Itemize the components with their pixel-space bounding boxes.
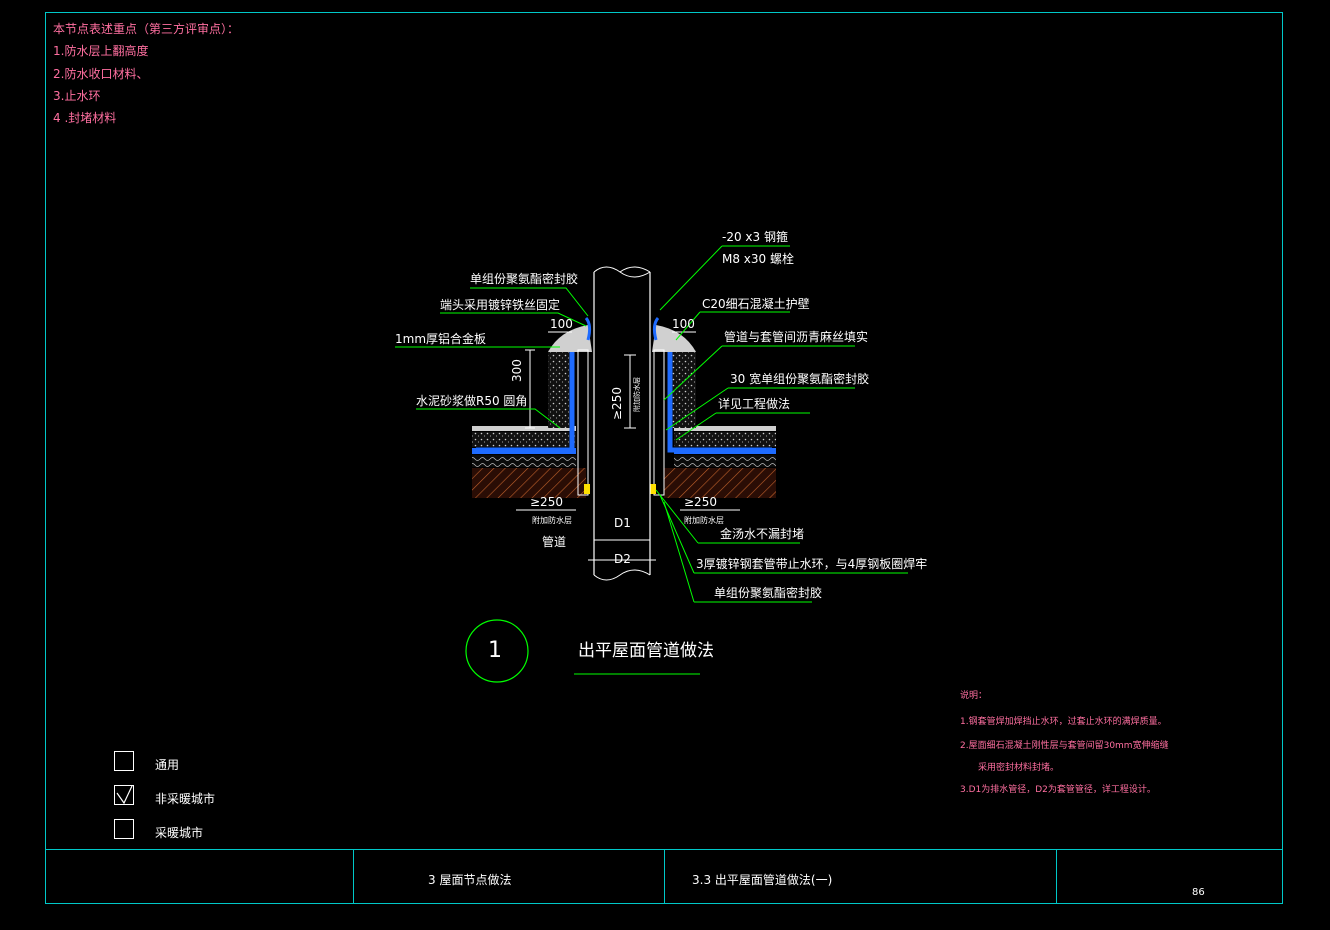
label-see-project: 详见工程做法 bbox=[718, 397, 791, 411]
label-asphalt-filling: 管道与套管间沥青麻丝填实 bbox=[724, 330, 869, 344]
label-steel-hoop: -20 x3 钢箍 bbox=[722, 230, 788, 244]
label-plugging: 金汤水不漏封堵 bbox=[720, 527, 805, 541]
title-block-divider bbox=[664, 849, 665, 904]
legend-label: 非采暖城市 bbox=[155, 792, 216, 806]
label-sealant-30: 30 宽单组份聚氨酯密封胶 bbox=[730, 372, 870, 386]
legend-checkbox-non-heating[interactable] bbox=[114, 785, 134, 805]
dim-height: 300 bbox=[510, 359, 524, 382]
remark-item: 采用密封材料封堵。 bbox=[978, 763, 1060, 773]
dim-top-right: 100 bbox=[672, 317, 695, 331]
note-item: 3.止水环 bbox=[53, 89, 101, 103]
label-aluminum-plate: 1mm厚铝合金板 bbox=[395, 332, 487, 346]
title-block-section: 3 屋面节点做法 bbox=[428, 873, 512, 887]
label-wire-fixing: 端头采用镀锌铁丝固定 bbox=[440, 298, 561, 312]
label-bolt: M8 x30 螺栓 bbox=[722, 252, 794, 266]
note-item: 1.防水层上翻高度 bbox=[53, 44, 149, 58]
remark-item: 2.屋面细石混凝土刚性层与套管间留30mm宽伸缩缝 bbox=[960, 741, 1169, 751]
dim-top-left: 100 bbox=[550, 317, 573, 331]
dim-bottom-left-sub: 附加防水层 bbox=[532, 516, 572, 525]
insulation-layer-right bbox=[674, 455, 776, 467]
structural-slab-left bbox=[472, 468, 586, 498]
label-concrete-wall: C20细石混凝土护壁 bbox=[702, 297, 810, 311]
dim-center: ≥250 bbox=[610, 387, 624, 420]
surface-layer-left bbox=[472, 426, 576, 431]
label-mortar-fillet: 水泥砂浆做R50 圆角 bbox=[416, 394, 528, 408]
title-block-divider bbox=[1056, 849, 1057, 904]
note-item: 2.防水收口材料、 bbox=[53, 67, 149, 81]
sealant-cap-right bbox=[652, 325, 696, 352]
dim-center-sub: 附加防水层 bbox=[633, 377, 641, 412]
remarks-title: 说明： bbox=[960, 691, 988, 701]
legend-label: 采暖城市 bbox=[155, 826, 204, 840]
notes-title: 本节点表述重点（第三方评审点）： bbox=[53, 22, 240, 36]
screed-layer-left bbox=[472, 432, 576, 447]
title-block-subsection: 3.3 出平屋面管道做法(一) bbox=[692, 873, 833, 887]
dim-bottom-right-sub: 附加防水层 bbox=[684, 516, 724, 525]
dim-d2: D2 bbox=[614, 552, 631, 566]
detail-number-circle bbox=[465, 619, 529, 683]
label-steel-sleeve: 3厚镀锌钢套管带止水环，与4厚钢板圈焊牢 bbox=[696, 557, 928, 571]
concrete-wall-left bbox=[548, 350, 572, 428]
detail-number: 1 bbox=[488, 638, 502, 663]
surface-layer-right bbox=[674, 426, 776, 431]
screed-layer-right bbox=[674, 432, 776, 447]
label-sealant-bottom: 单组份聚氨酯密封胶 bbox=[714, 586, 823, 600]
page-number: 86 bbox=[1192, 887, 1205, 898]
dim-bottom-right: ≥250 bbox=[684, 495, 717, 509]
label-pipe: 管道 bbox=[542, 535, 567, 549]
legend-label: 通用 bbox=[155, 758, 180, 772]
note-item: 4 .封堵材料 bbox=[53, 111, 117, 125]
dim-bottom-left: ≥250 bbox=[530, 495, 563, 509]
dim-d1: D1 bbox=[614, 516, 631, 530]
structural-slab-right bbox=[664, 468, 776, 498]
remark-item: 3.D1为排水管径，D2为套管管径，详工程设计。 bbox=[960, 785, 1156, 795]
insulation-layer-left bbox=[472, 455, 576, 467]
sealant-cap-left bbox=[548, 325, 592, 352]
detail-title: 出平屋面管道做法 bbox=[578, 641, 714, 661]
legend-checkbox-heating[interactable] bbox=[114, 819, 134, 839]
legend-checkbox-general[interactable] bbox=[114, 751, 134, 771]
title-block-divider bbox=[353, 849, 354, 904]
remark-item: 1.钢套管焊加焊挡止水环，过套止水环的满焊质量。 bbox=[960, 717, 1167, 727]
label-sealant-left: 单组份聚氨酯密封胶 bbox=[470, 272, 579, 286]
